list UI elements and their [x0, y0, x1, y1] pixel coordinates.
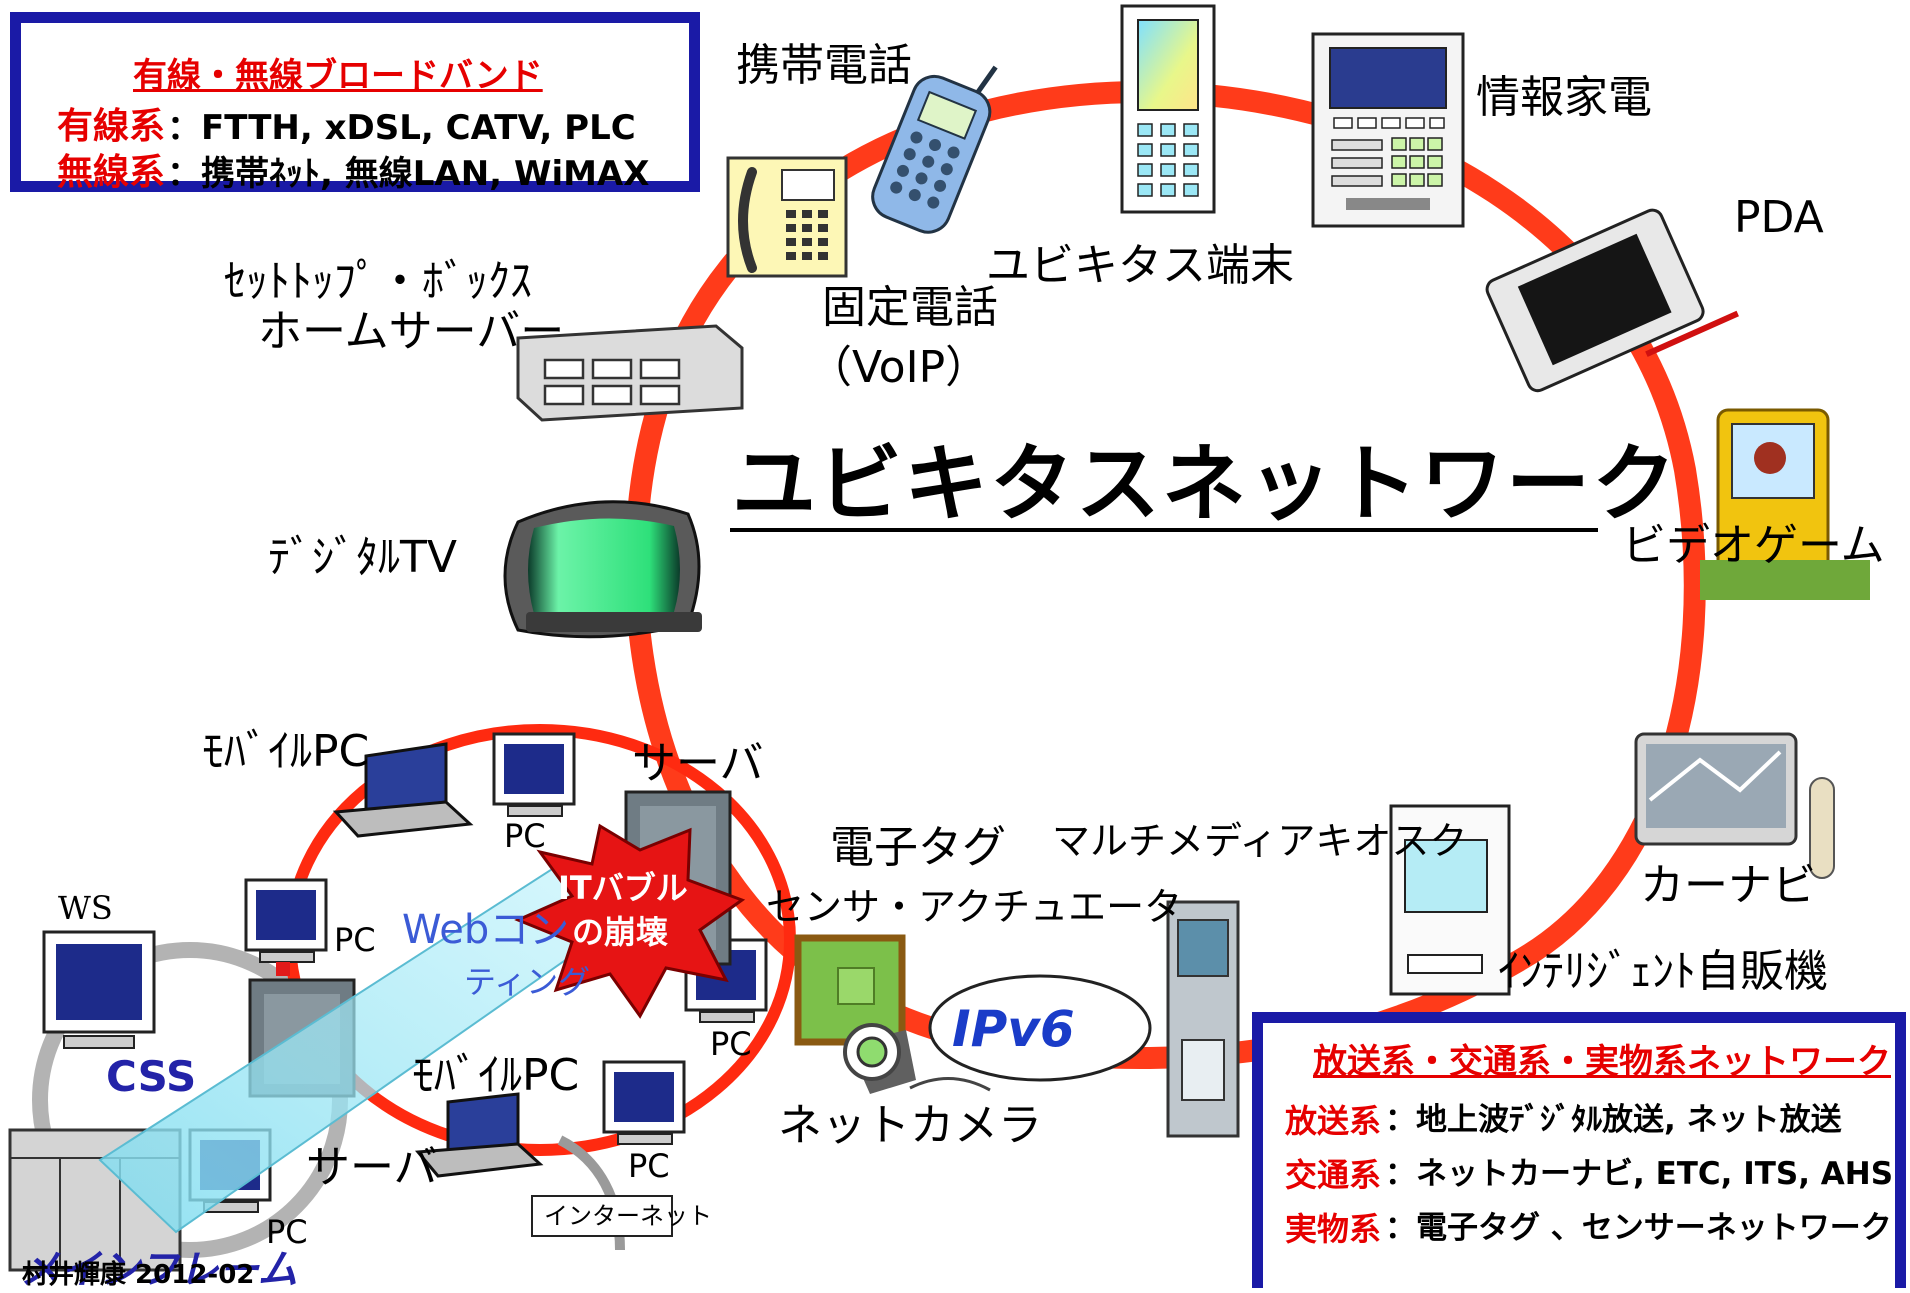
broadcast-label-1: 交通系 [1285, 1156, 1382, 1194]
pc-icon [244, 878, 328, 963]
label-voip: （VoIP） [808, 342, 990, 393]
ipv6-bubble [928, 974, 1152, 1082]
pc-icon [492, 732, 576, 817]
label-net-camera: ネットカメラ [778, 1100, 1042, 1151]
broadband-text-wireless: ：携帯ﾈｯﾄ, 無線LAN, WiMAX [167, 154, 650, 194]
label-server-2: サーバ [306, 1142, 438, 1193]
label-mobile-pc-1: ﾓﾊﾞｲﾙPC [202, 726, 370, 777]
label-sensor: センサ・アクチュエータ [766, 885, 1183, 929]
label-multimedia-kiosk: マルチメディアキオスク [1052, 819, 1468, 863]
credit-text: 村井輝康 2012-02 [22, 1260, 255, 1290]
label-it-bubble-2: の崩壊 [572, 913, 669, 951]
mobile-pc-icon [332, 742, 474, 838]
broadband-text-wired: ：FTTH, xDSL, CATV, PLC [167, 108, 636, 148]
label-intelligent-vending: ｲﾝﾃﾘｼﾞｪﾝﾄ自販機 [1498, 946, 1828, 997]
label-mainframe: メインフレーム [20, 1247, 298, 1293]
label-web-computing-2: ティング [464, 963, 591, 1001]
label-css: CSS [106, 1052, 197, 1101]
label-pc-4: PC [628, 1147, 670, 1185]
label-pc-1: PC [504, 817, 546, 855]
label-ipv6: IPv6 [952, 1000, 1075, 1058]
label-info-appliance: 情報家電 [1476, 72, 1652, 123]
fixed-phone-icon [726, 156, 848, 278]
label-fixed-phone: 固定電話 [822, 282, 998, 333]
label-pc-2: PC [334, 921, 376, 959]
page-title: ユビキタスネットワーク [732, 435, 1679, 533]
car-navi-icon [1634, 732, 1835, 879]
label-video-game: ビデオゲーム [1622, 520, 1885, 571]
label-e-tag: 電子タグ [830, 822, 1006, 873]
label-web-computing-1: Webコン [402, 907, 570, 953]
label-it-bubble-1: ITバブル [558, 869, 688, 907]
label-mobile-pc-2: ﾓﾊﾞｲﾙPC [412, 1050, 580, 1101]
ubiquitous-terminal-icon [1120, 4, 1216, 214]
label-home-server: ホームサーバー [258, 306, 565, 357]
mobile-pc-icon [414, 1092, 544, 1178]
label-pda: PDA [1734, 192, 1824, 243]
label-server-1: サーバ [632, 738, 764, 789]
mobile-phone-icon [871, 65, 998, 234]
video-game-icon [1700, 408, 1870, 600]
broadband-box: 有線・無線ブロードバンド 有線系 ：FTTH, xDSL, CATV, PLC … [10, 12, 700, 192]
label-set-top-box: ｾｯﾄﾄｯﾌﾟ・ﾎﾞｯｸｽ [224, 256, 532, 307]
label-digital-tv: ﾃﾞｼﾞﾀﾙTV [268, 532, 457, 583]
pc-icon [602, 1060, 686, 1145]
broadcast-heading: 放送系・交通系・実物系ネットワーク [1313, 1042, 1891, 1082]
label-pc-3: PC [710, 1025, 752, 1063]
broadcast-label-0: 放送系 [1285, 1102, 1382, 1140]
broadcast-text-2: ：電子タグ 、センサーネットワーク [1385, 1210, 1892, 1246]
label-internet: インターネット [544, 1202, 712, 1230]
label-pc-5: PC [266, 1213, 308, 1251]
broadband-heading: 有線・無線ブロードバンド [133, 56, 543, 96]
label-ubiquitous-terminal: ユビキタス端末 [986, 240, 1294, 291]
broadcast-label-2: 実物系 [1285, 1210, 1382, 1248]
vending-machine-icon [1389, 804, 1511, 996]
broadband-label-wired: 有線系 [57, 106, 166, 147]
pda-icon [1485, 208, 1739, 393]
info-appliance-icon [1311, 32, 1465, 228]
digital-tv-icon [503, 500, 702, 639]
broadcast-box: 放送系・交通系・実物系ネットワーク 放送系 ：地上波ﾃﾞｼﾞﾀﾙ放送, ネット放… [1252, 1012, 1906, 1288]
it-bubble-burst [514, 823, 746, 1019]
ws-icon [42, 930, 156, 1049]
kiosk-icon [1166, 900, 1240, 1138]
broadcast-text-0: ：地上波ﾃﾞｼﾞﾀﾙ放送, ネット放送 [1385, 1102, 1842, 1138]
label-car-navi: カーナビ [1640, 860, 1816, 911]
label-mobile-phone: 携帯電話 [736, 40, 912, 91]
broadcast-text-1: ：ネットカーナビ, ETC, ITS, AHS [1385, 1156, 1894, 1192]
broadband-label-wireless: 無線系 [57, 152, 166, 193]
net-camera-icon [843, 1023, 991, 1094]
internet-label-box [531, 1195, 673, 1237]
set-top-box-icon [516, 324, 744, 422]
label-ws: WS [58, 889, 113, 927]
e-tag-icon [794, 934, 906, 1046]
